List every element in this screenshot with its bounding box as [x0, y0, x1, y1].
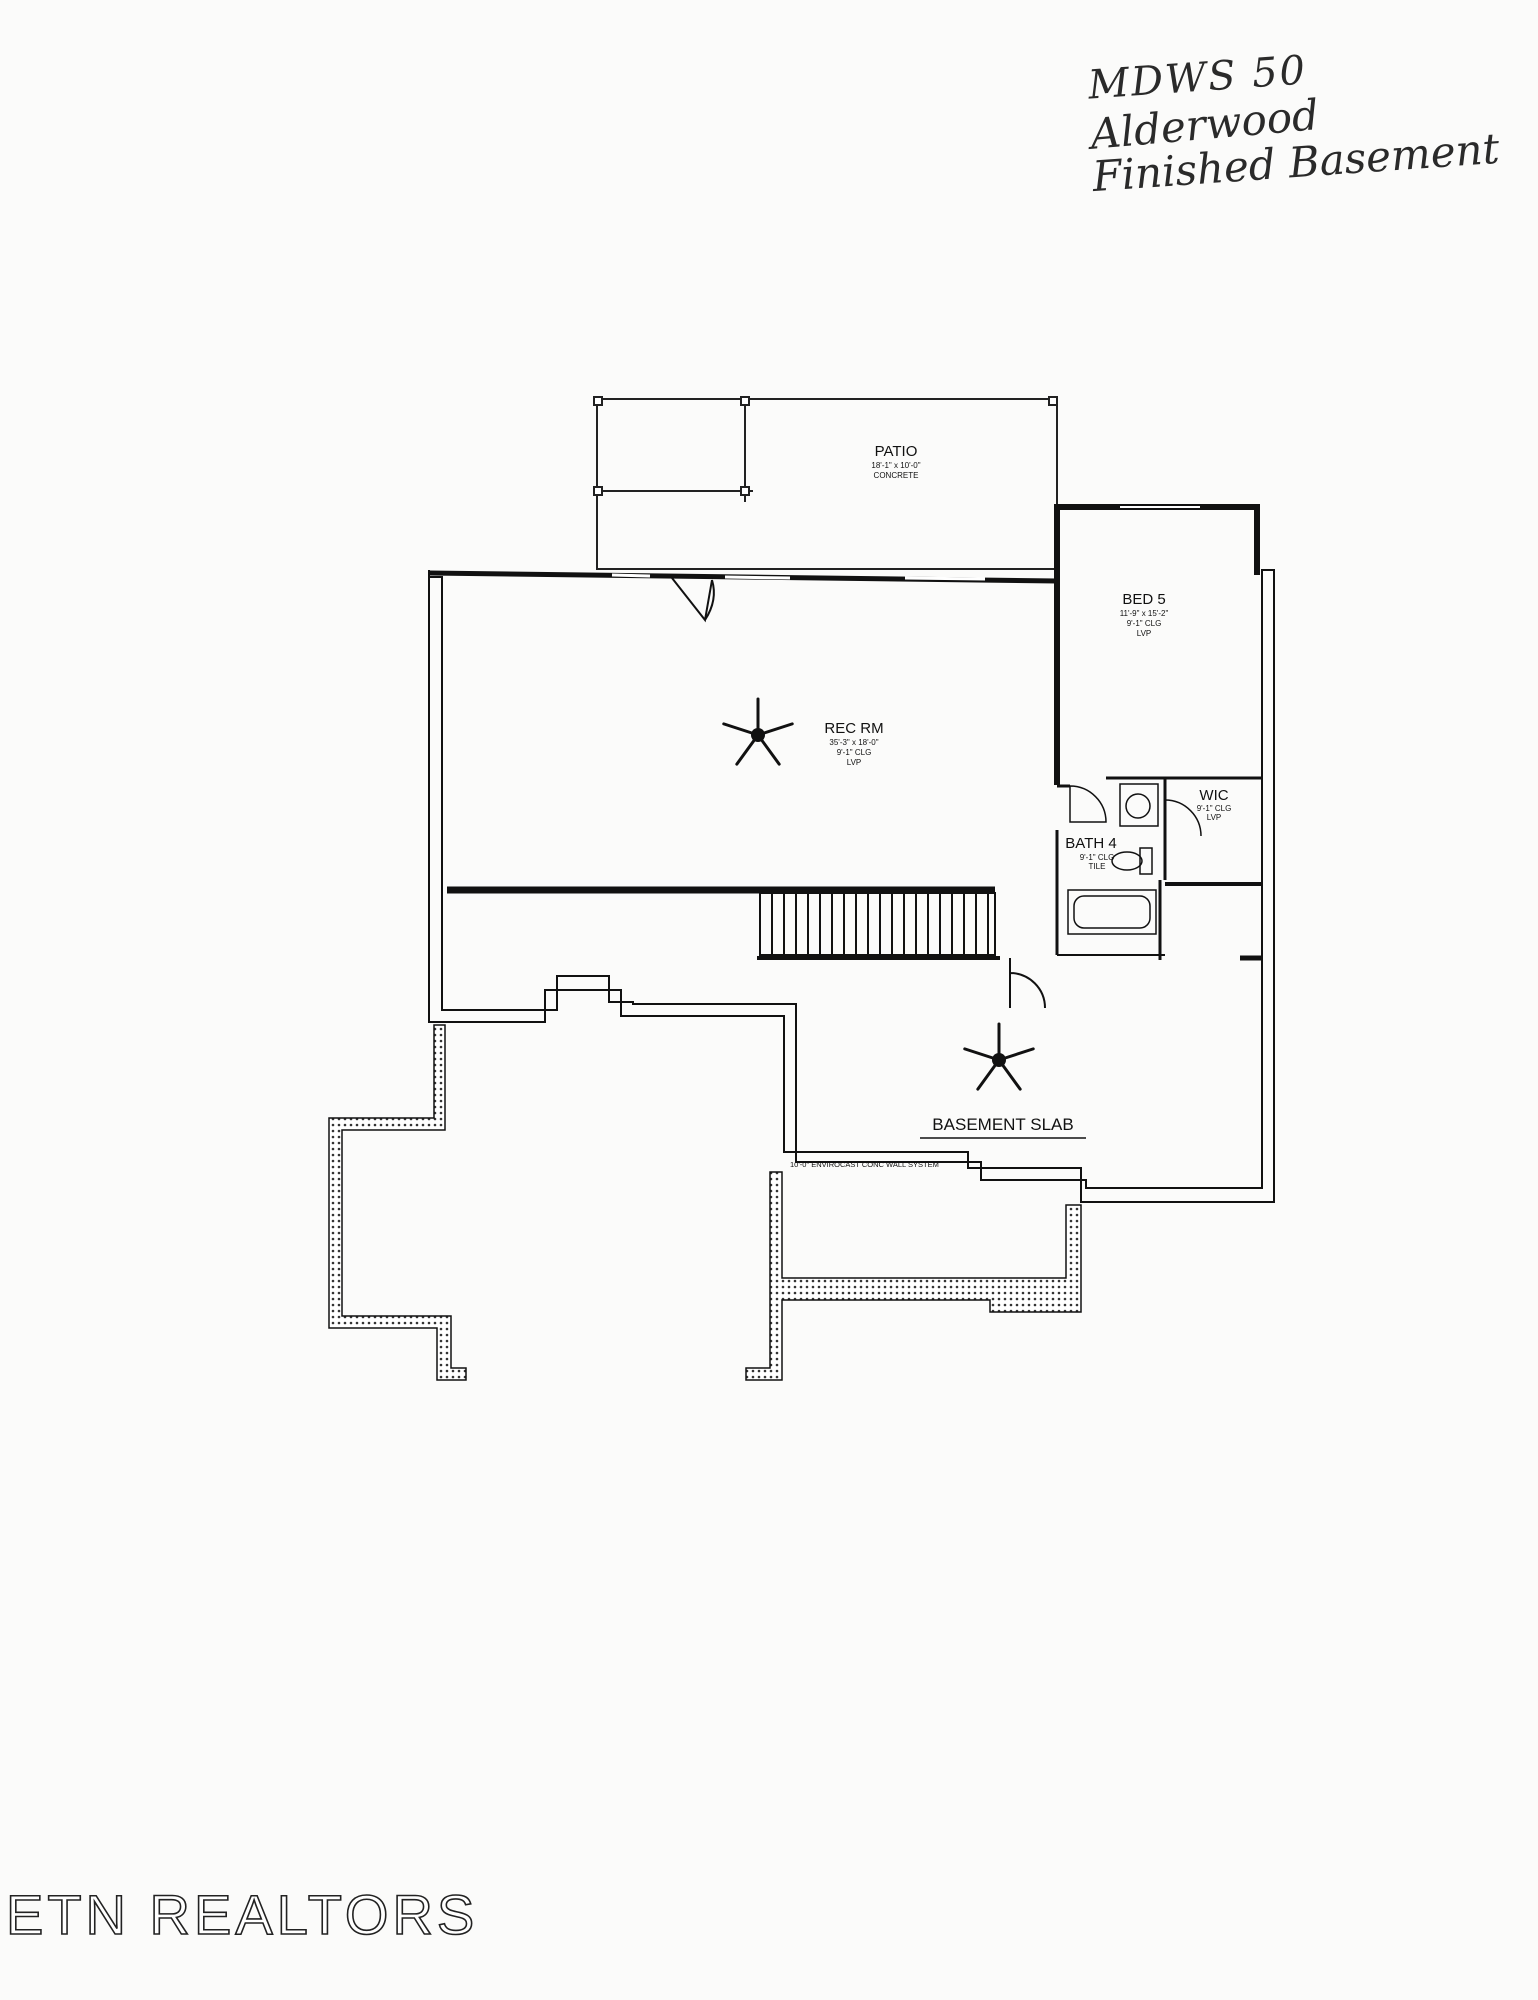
rec-room-ceiling: 9'-1" CLG	[837, 748, 872, 757]
foundation-wall-left	[328, 1024, 467, 1381]
bath4-ceiling: 9'-1" CLG	[1080, 853, 1115, 862]
foundation-wall-right	[745, 1171, 1082, 1381]
basement-slab-name: BASEMENT SLAB	[932, 1115, 1073, 1134]
wic-ceiling: 9'-1" CLG	[1197, 804, 1232, 813]
watermark: ETN REALTORS	[5, 1882, 479, 1947]
rec-room-floor: LVP	[847, 758, 862, 767]
wic-name: WIC	[1199, 787, 1228, 804]
rec-room-name: REC RM	[824, 720, 883, 737]
rec-room-dims: 35'-3" x 18'-0"	[829, 738, 878, 747]
stair-icon	[759, 892, 996, 956]
wic-floor: LVP	[1207, 813, 1222, 822]
ceiling-fan-icon	[722, 697, 794, 766]
toilet-icon	[1111, 847, 1153, 875]
rec-room-label: REC RM 35'-3" x 18'-0" 9'-1" CLG LVP	[824, 720, 883, 767]
patio-name: PATIO	[875, 443, 918, 460]
patio-dims: 18'-1" x 10'-0"	[871, 461, 920, 470]
bed5-walls	[1054, 504, 1262, 961]
bed5-label: BED 5 11'-9" x 15'-2" 9'-1" CLG LVP	[1120, 591, 1169, 638]
wall-system-note: 10'-0" ENVIROCAST CONC WALL SYSTEM	[790, 1160, 939, 1169]
wic-label: WIC 9'-1" CLG LVP	[1197, 787, 1232, 822]
fan-hub	[992, 1053, 1006, 1067]
bath4-label: BATH 4 9'-1" CLG TILE	[1065, 835, 1116, 871]
bed5-dims: 11'-9" x 15'-2"	[1120, 609, 1169, 618]
bed5-floor: LVP	[1137, 629, 1152, 638]
sink-icon	[1119, 783, 1159, 827]
door-swing-icon	[671, 577, 1202, 1009]
fan-hub	[751, 728, 765, 742]
main-outer-wall	[428, 569, 1275, 1203]
basement-slab-label: BASEMENT SLAB	[920, 1115, 1086, 1139]
patio-label: PATIO 18'-1" x 10'-0" CONCRETE	[871, 443, 920, 480]
bathtub-icon	[1067, 889, 1157, 935]
bath4-floor: TILE	[1089, 862, 1106, 871]
rec-room-bottom-wall	[447, 886, 1000, 960]
bath4-name: BATH 4	[1065, 835, 1116, 852]
patio-outline	[593, 396, 1058, 570]
bed5-name: BED 5	[1122, 591, 1165, 608]
patio-floor: CONCRETE	[874, 471, 919, 480]
ceiling-fan-icon	[963, 1022, 1035, 1091]
bed5-ceiling: 9'-1" CLG	[1127, 619, 1162, 628]
